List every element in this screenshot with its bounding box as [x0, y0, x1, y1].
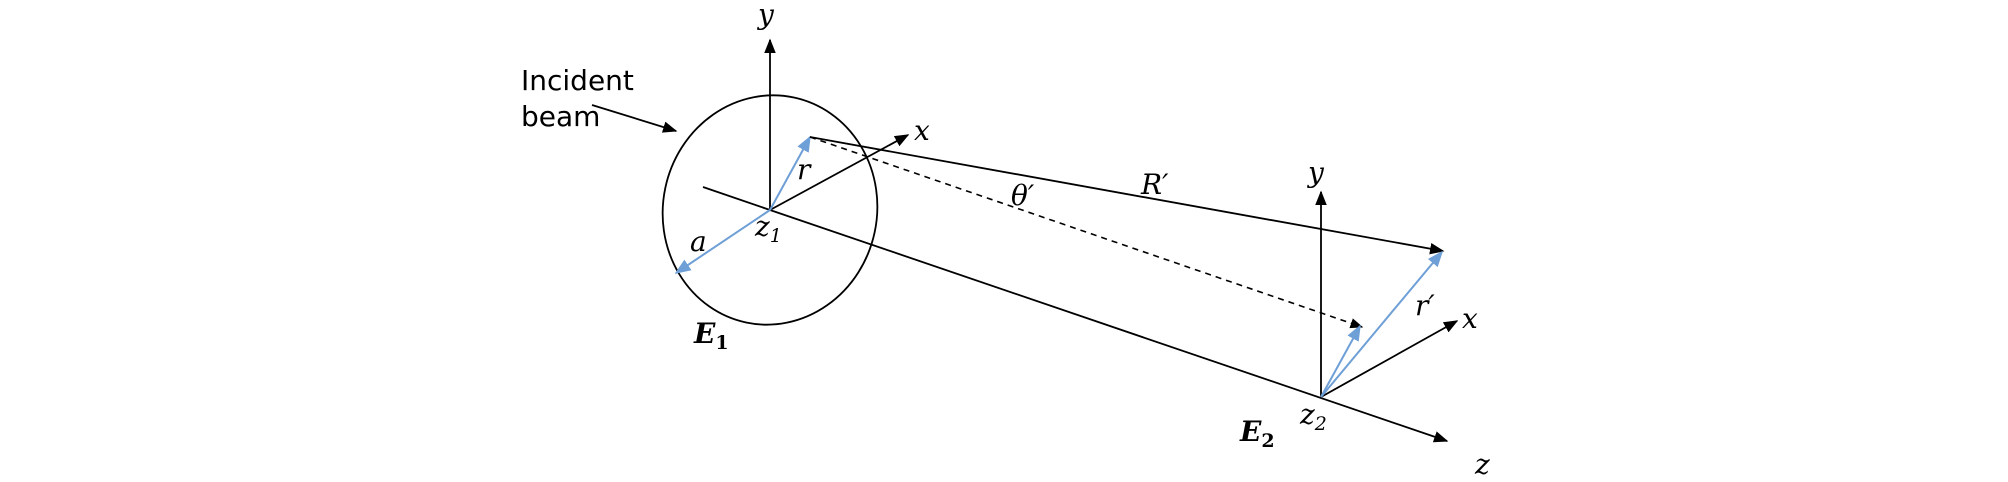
incident-beam-arrow: [591, 104, 678, 133]
r-prime-label: r′: [1415, 289, 1435, 322]
z-axis-label: z: [1474, 448, 1490, 481]
a-label: a: [690, 225, 707, 258]
E1-label: E1: [693, 317, 729, 354]
x-axis-1-label: x: [914, 114, 930, 147]
r-vector: [769, 135, 811, 211]
y-axis-1-label: y: [756, 0, 775, 31]
r-label: r: [797, 153, 812, 186]
R-prime-line: [809, 136, 1445, 255]
z1-label: z1: [754, 210, 782, 247]
theta-prime-label: θ′: [1011, 179, 1035, 212]
optical-axis-back: [702, 186, 771, 211]
r-prime-vector: [1320, 250, 1444, 398]
short-blue-vector: [1320, 324, 1361, 398]
x-axis-2: [1320, 320, 1459, 398]
y-axis-2-label: y: [1306, 156, 1325, 189]
dashed-direction-line: [809, 136, 1364, 329]
x-axis-1: [769, 134, 910, 211]
E2-label: E2: [1239, 415, 1275, 452]
incident-label-line2: beam: [521, 100, 600, 133]
R-prime-label: R′: [1140, 168, 1169, 201]
a-radius-vector: [674, 209, 771, 274]
aperture-ellipse: [661, 94, 879, 326]
z2-label: z2: [1299, 398, 1327, 435]
incident-label-line1: Incident: [521, 64, 634, 97]
x-axis-2-label: x: [1462, 302, 1478, 335]
optical-axis-z: [769, 209, 1449, 443]
